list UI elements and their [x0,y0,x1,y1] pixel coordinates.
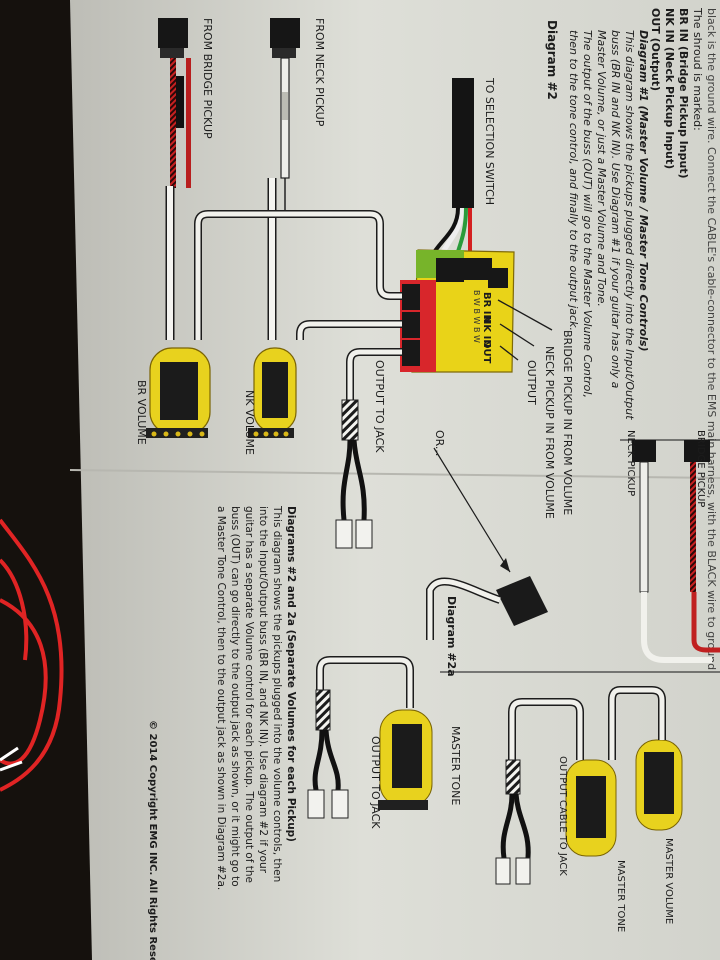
master-volume-label: MASTER VOLUME [663,838,674,924]
top-text-line2: The shroud is marked: [691,7,704,131]
master-tone-label-d1: MASTER TONE [615,860,626,932]
diagram2a-desc4: buss (OUT) can go directly to the output… [229,506,241,887]
diagram2a-title: Diagram #2a [445,596,458,677]
top-text-line1: black is the ground wire. Connect the CA… [705,8,718,670]
buss-board [400,249,515,373]
board-br-in-label: BR IN [481,292,492,323]
board-wire-marks: B W B W B W [472,290,481,343]
diagram2a-desc-heading: Diagrams #2 and 2a (Separate Volumes for… [285,506,297,842]
top-text-line5: OUT (Output) [649,8,662,91]
or-arrow [433,447,511,573]
to-selection-switch-label: TO SELECTION SWITCH [483,77,496,205]
diagram2a-desc1: This diagram shows the pickups plugged i… [271,505,283,882]
diagram2a-connector [426,576,548,640]
master-volume-pot [635,739,683,831]
output-to-jack-label-2a: OUTPUT TO JACK [369,736,382,829]
diagram1-line5: then to the tone control, and finally to… [567,30,580,331]
copyright-text: © 2014 Copyright EMG INC. All Rights Res… [147,720,158,960]
output-cable-to-jack-label: OUTPUT CABLE TO JACK [557,756,568,876]
top-text-line3: BR IN (Bridge Pickup Input) [677,8,690,179]
output-to-jack-label: OUTPUT TO JACK [373,360,386,453]
neck-pickup-label: NECK PICKUP [625,430,636,496]
output-jack-cable-2a [307,689,349,819]
diagram1-heading: Diagram #1 (Master Volume / Master Tone … [637,30,650,352]
or-label: OR... [433,430,446,456]
from-neck-pickup-label: FROM NECK PICKUP [313,18,326,127]
diagram1-line4: The output of the buss (OUT) will go to … [581,30,594,398]
board-out-label: OUT [481,340,492,364]
master-tone-pot-d1 [565,759,617,857]
top-text-line4: NK IN (Neck Pickup Input) [663,8,676,169]
instruction-sheet [70,0,720,960]
diagram1-pickup-cables [632,440,720,663]
diagram2-title: Diagram #2 [545,20,559,100]
nk-volume-label: NK VOLUME [243,390,256,455]
neck-pickup-cable [270,18,300,210]
br-volume-label: BR VOLUME [135,380,148,445]
diagram1-line2: buss (BR IN and NK IN). Use Diagram #1 i… [609,30,622,389]
from-bridge-pickup-label: FROM BRIDGE PICKUP [201,18,214,139]
board-arrows [497,299,553,361]
output-label: OUTPUT [525,360,538,405]
output-cable-jack-d1 [495,759,531,885]
neck-pickup-in-label: NECK PICKUP IN FROM VOLUME [543,346,556,519]
bridge-pickup-label: BRIDGE PICKUP [695,430,706,507]
bridge-pickup-in-label: BRIDGE PICKUP IN FROM VOLUME [561,330,574,515]
board-nk-in-label: NK IN [481,316,492,348]
diagram1-line1: This diagram shows the pickups plugged d… [623,30,636,420]
br-volume-pot [146,347,211,438]
diagram2a-desc2: into the Input/Output buss (BR IN, and N… [257,506,269,874]
diagram2a-desc5: a Master Tone Control, then to the outpu… [215,506,227,890]
loose-red-wires [0,518,64,792]
bridge-pickup-cable [158,18,191,188]
nk-volume-pot [248,347,297,438]
output-jack-cable [335,399,373,549]
master-tone-pot-2a [378,709,433,810]
master-tone-label-2a: MASTER TONE [449,726,462,805]
diagram1-line3: Master Volume, or just a Master Volume a… [595,30,608,307]
diagram2a-desc3: guitar has a separate Volume control for… [243,506,255,883]
